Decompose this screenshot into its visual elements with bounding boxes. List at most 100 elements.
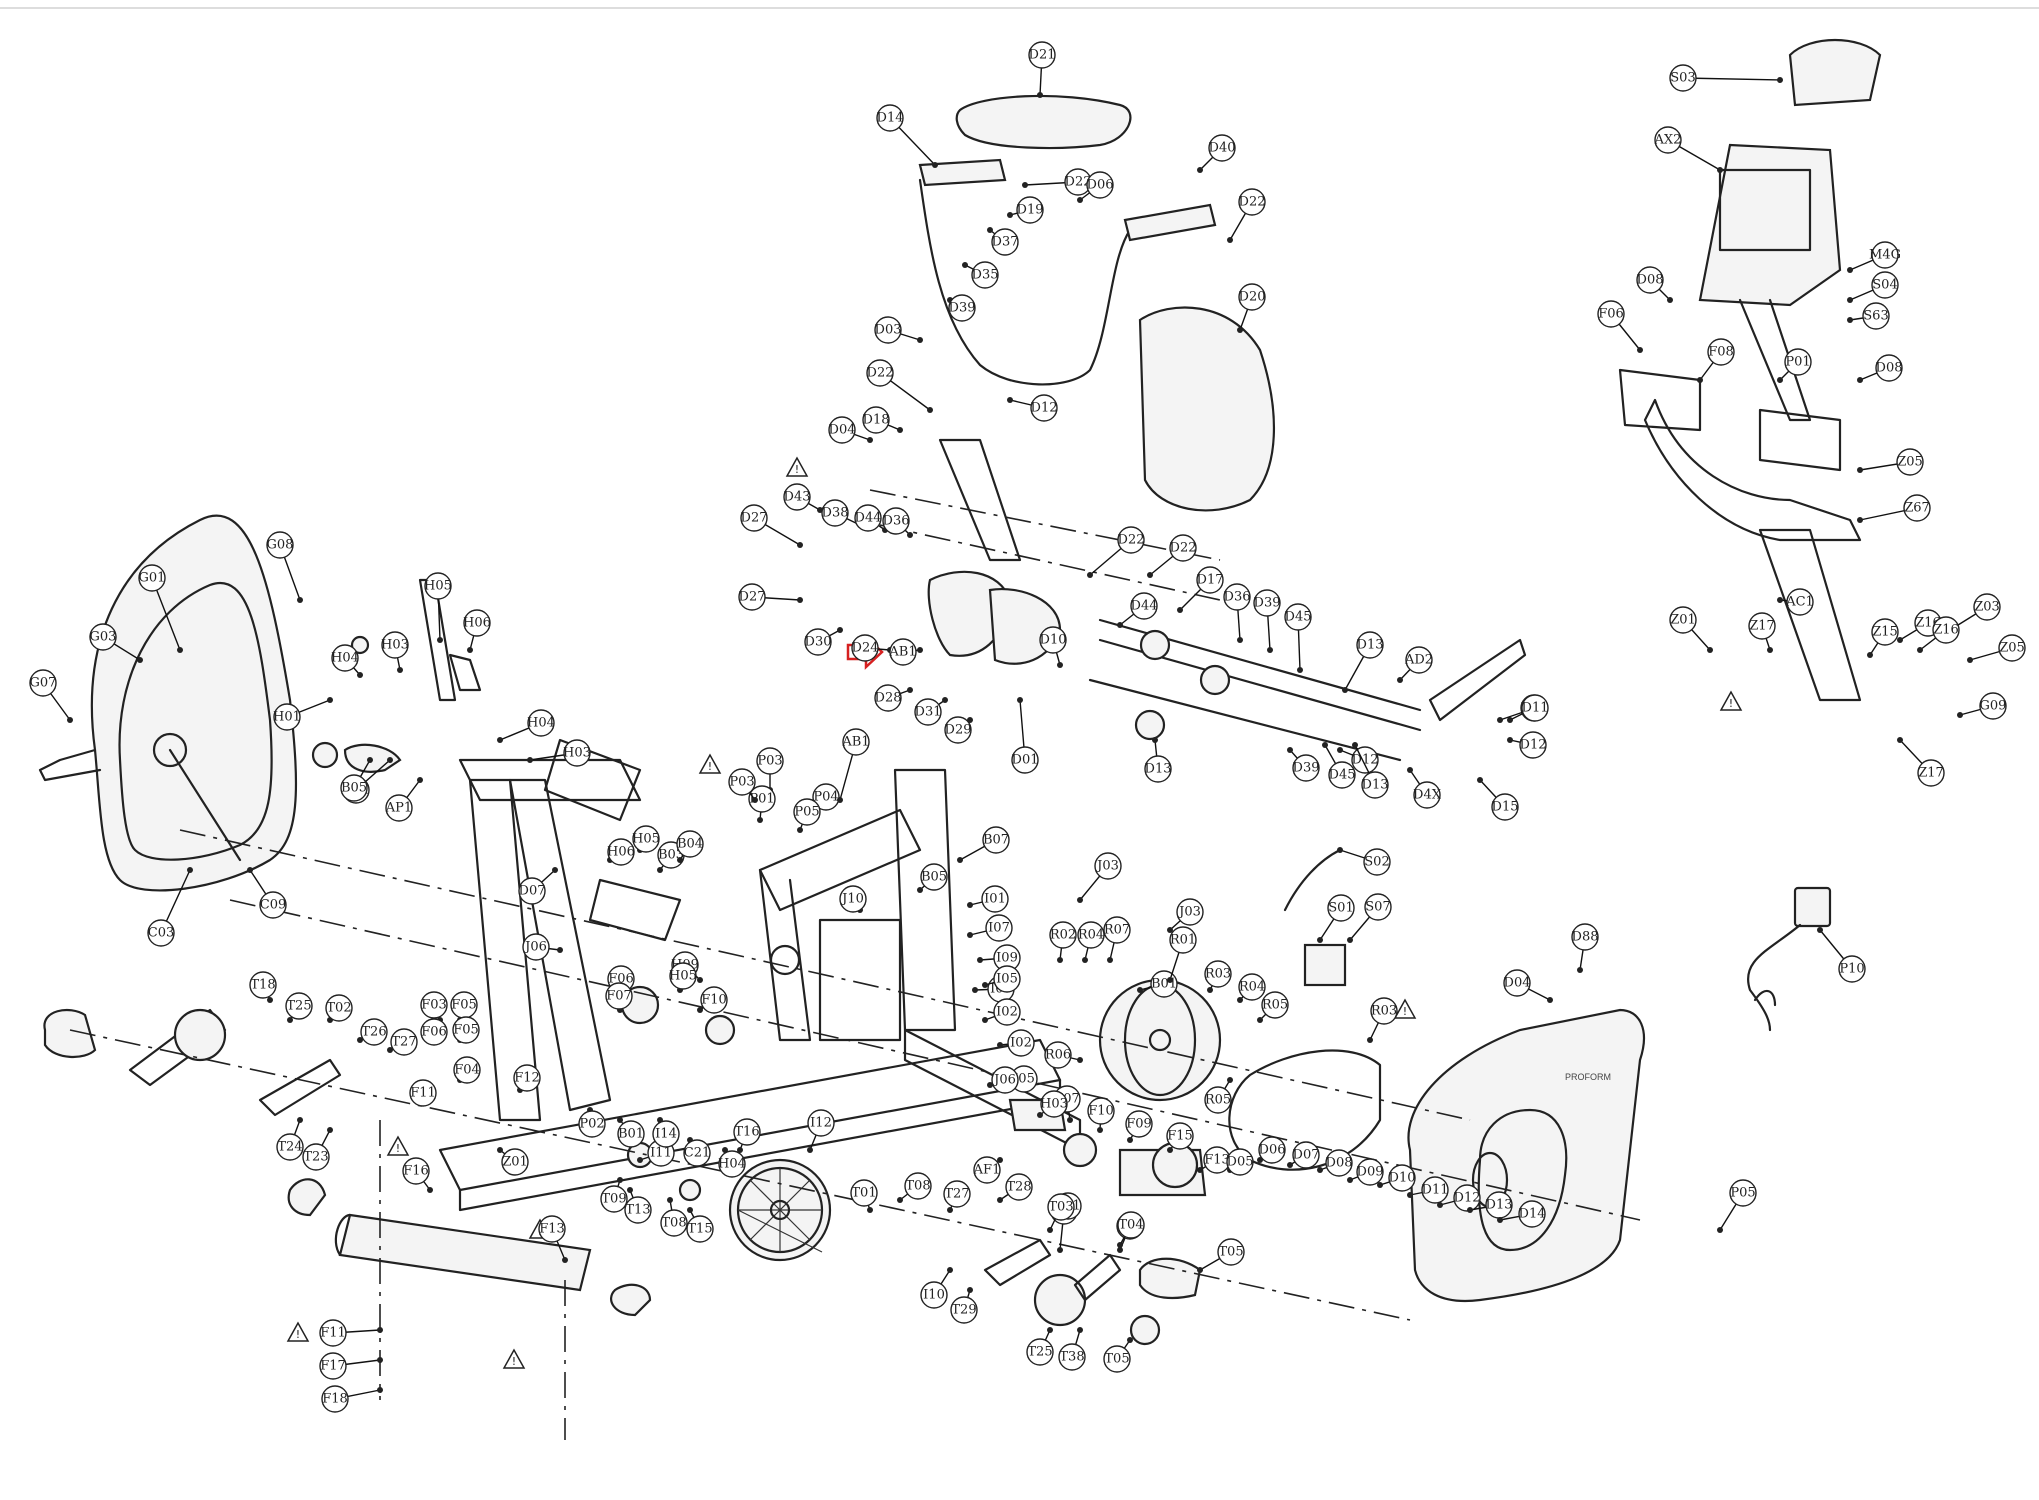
callout-ax2: AX2: [1654, 126, 1682, 154]
callout-anchor: [367, 757, 373, 763]
callout-anchor: [1127, 1137, 1133, 1143]
callout-f16: F16: [402, 1157, 430, 1185]
svg-text:!: !: [512, 1355, 516, 1368]
callout-label: Z05: [1897, 455, 1923, 470]
callout-d21: D21: [1028, 41, 1056, 69]
callout-label: D45: [1329, 768, 1356, 783]
warning-triangles: ! ! ! ! ! ! ! !: [286, 456, 1743, 1369]
callout-anchor: [437, 637, 443, 643]
callout-anchor: [1227, 237, 1233, 243]
callout-anchor: [1337, 847, 1343, 853]
callout-anchor: [982, 982, 988, 988]
callout-label: I07: [988, 921, 1010, 936]
callout-label: F04: [454, 1063, 480, 1078]
callout-m4g: M4G: [1869, 241, 1901, 269]
callout-label: D20: [1239, 290, 1266, 305]
callout-t27: T27: [943, 1180, 971, 1208]
callout-f09: F09: [1125, 1110, 1153, 1138]
callout-label: D04: [1504, 976, 1531, 991]
callout-t08: T08: [904, 1172, 932, 1200]
callout-i01: I01: [981, 885, 1009, 913]
callout-label: F15: [1167, 1129, 1193, 1144]
callout-anchor: [637, 1157, 643, 1163]
callout-label: F05: [453, 1023, 479, 1038]
callout-t16: T16: [733, 1118, 761, 1146]
callout-anchor: [657, 867, 663, 873]
callout-anchor: [737, 1147, 743, 1153]
callout-d03: D03: [874, 316, 902, 344]
callout-anchor: [552, 867, 558, 873]
callout-d12: D12: [1030, 394, 1058, 422]
callout-c03: C03: [147, 919, 175, 947]
callout-label: T01: [851, 1186, 876, 1201]
callout-label: T04: [1118, 1218, 1143, 1233]
callout-label: G09: [1980, 699, 2007, 714]
callout-label: H03: [1040, 1097, 1068, 1112]
callout-p10: P10: [1838, 955, 1866, 983]
callout-anchor: [1077, 1057, 1083, 1063]
callout-anchor: [667, 1197, 673, 1203]
callout-p03: P03: [756, 747, 784, 775]
callout-h06: H06: [463, 609, 491, 637]
callout-anchor: [962, 262, 968, 268]
callout-d22: D22: [1064, 168, 1092, 196]
callout-anchor: [1077, 197, 1083, 203]
callout-label: T26: [361, 1025, 386, 1040]
callout-label: J03: [1177, 905, 1201, 920]
callout-d29: D29: [944, 716, 972, 744]
callout-label: T02: [326, 1001, 351, 1016]
callout-d13: D13: [1144, 755, 1172, 783]
callout-label: J06: [992, 1073, 1016, 1088]
callout-b07: B07: [982, 826, 1010, 854]
callout-anchor: [1967, 657, 1973, 663]
callout-anchor: [467, 647, 473, 653]
callout-label: Z05: [1999, 641, 2025, 656]
callout-d11: D11: [1421, 1176, 1449, 1204]
callout-label: D13: [1486, 1198, 1513, 1213]
callout-anchor: [327, 1127, 333, 1133]
callout-label: S63: [1863, 309, 1888, 324]
callout-i05: I05: [993, 965, 1021, 993]
callout-label: R05: [1262, 998, 1288, 1013]
callout-label: D29: [945, 723, 972, 738]
callout-j06: J06: [991, 1066, 1019, 1094]
callout-label: AP1: [385, 801, 412, 816]
callout-label: T05: [1104, 1352, 1129, 1367]
callout-b05: B05: [340, 774, 368, 802]
callout-label: B05: [921, 870, 947, 885]
callout-anchor: [1287, 747, 1293, 753]
callout-label: D22: [1170, 541, 1197, 556]
callout-anchor: [1117, 1247, 1123, 1253]
callout-label: D10: [1389, 1171, 1416, 1186]
callout-i07: I07: [985, 914, 1013, 942]
callout-r02: R02: [1049, 921, 1077, 949]
callout-label: D17: [1197, 573, 1224, 588]
callout-t05: T05: [1217, 1238, 1245, 1266]
callout-anchor: [867, 437, 873, 443]
callout-label: G01: [139, 571, 166, 586]
callout-anchor: [1117, 622, 1123, 628]
callout-label: D06: [1259, 1143, 1286, 1158]
callout-f10: F10: [1087, 1097, 1115, 1125]
callout-anchor: [942, 697, 948, 703]
callout-label: R06: [1045, 1048, 1071, 1063]
callout-anchor: [917, 647, 923, 653]
callout-f13: F13: [538, 1215, 566, 1243]
callout-f04: F04: [453, 1056, 481, 1084]
callout-anchor: [1257, 1017, 1263, 1023]
callout-label: D36: [1224, 590, 1251, 605]
callout-r05: R05: [1261, 991, 1289, 1019]
callout-anchor: [1957, 712, 1963, 718]
callout-label: C21: [684, 1146, 711, 1161]
callout-label: D13: [1145, 762, 1172, 777]
callout-label: D10: [1040, 633, 1067, 648]
callout-anchor: [1057, 957, 1063, 963]
callout-label: D22: [1118, 533, 1145, 548]
callout-j03: J03: [1094, 852, 1122, 880]
callout-label: D31: [915, 705, 942, 720]
callout-anchor: [1767, 647, 1773, 653]
callout-label: D12: [1520, 738, 1547, 753]
callout-anchor: [1197, 1267, 1203, 1273]
callout-label: D07: [1293, 1148, 1320, 1163]
callout-d04: D04: [828, 416, 856, 444]
